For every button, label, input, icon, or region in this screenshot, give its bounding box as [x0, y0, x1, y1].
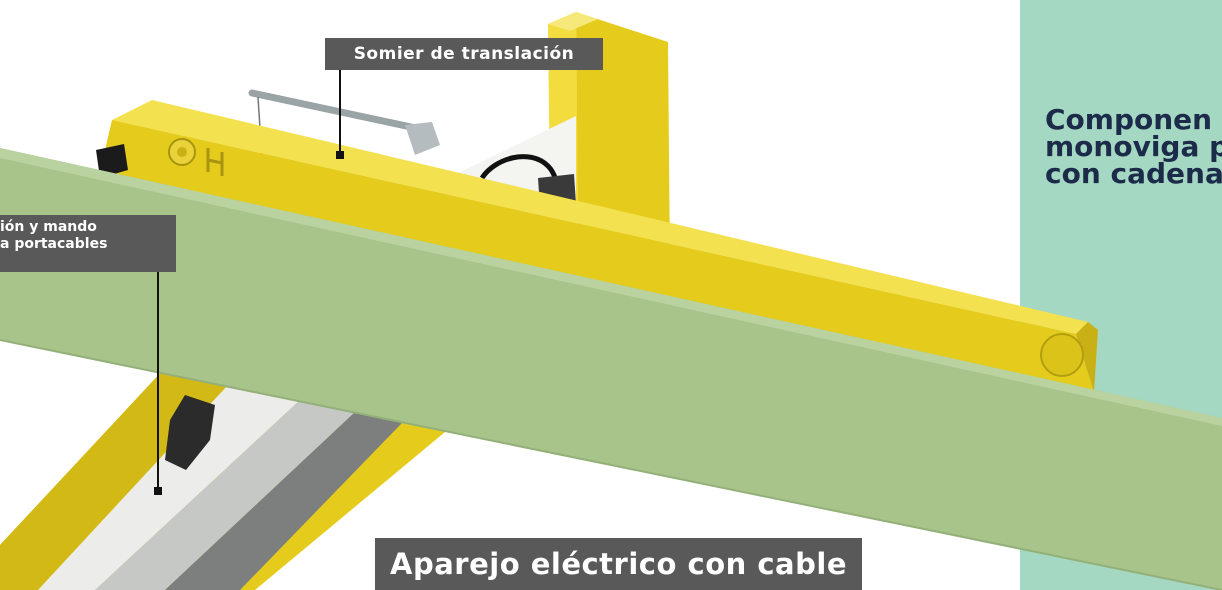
leader-marker-carriage — [336, 151, 344, 159]
carriage-front-face — [98, 120, 1094, 392]
buffer-bumper — [96, 144, 128, 178]
guide-channel-light — [38, 385, 300, 590]
side-panel-title-line: monoviga p — [1045, 130, 1222, 163]
side-panel-title: Componen monoviga p con cadena — [1045, 103, 1222, 190]
wheel-bolt-center — [177, 147, 187, 157]
upright-post-top — [548, 12, 598, 31]
main-girder-top-face — [0, 148, 1222, 426]
leader-marker-power — [154, 487, 162, 495]
carriage-top-face — [112, 100, 1088, 334]
label-power-control: ión y mando a portacables — [0, 215, 176, 272]
label-hoist: Aparejo eléctrico con cable — [375, 538, 862, 590]
guide-channel-mid — [95, 400, 355, 590]
main-girder — [0, 148, 1222, 590]
main-girder-bottom-edge — [0, 339, 1222, 590]
rod-bracket — [405, 122, 440, 155]
label-translation-carriage: Somier de translación — [325, 38, 603, 70]
label-power-control-line: ión y mando — [0, 219, 97, 235]
limit-switch-rod — [248, 89, 429, 134]
cable-trolley — [165, 395, 215, 470]
carriage-end-plate — [1040, 333, 1084, 377]
wheel-bracket — [206, 148, 224, 176]
upright-post-front — [576, 12, 670, 268]
side-panel-title-line: con cadena — [1045, 157, 1222, 190]
label-power-control-line: a portacables — [0, 236, 108, 252]
side-panel-title-line: Componen — [1045, 103, 1213, 136]
carriage-end-face — [1076, 322, 1098, 392]
guide-channel-dark — [165, 412, 402, 590]
